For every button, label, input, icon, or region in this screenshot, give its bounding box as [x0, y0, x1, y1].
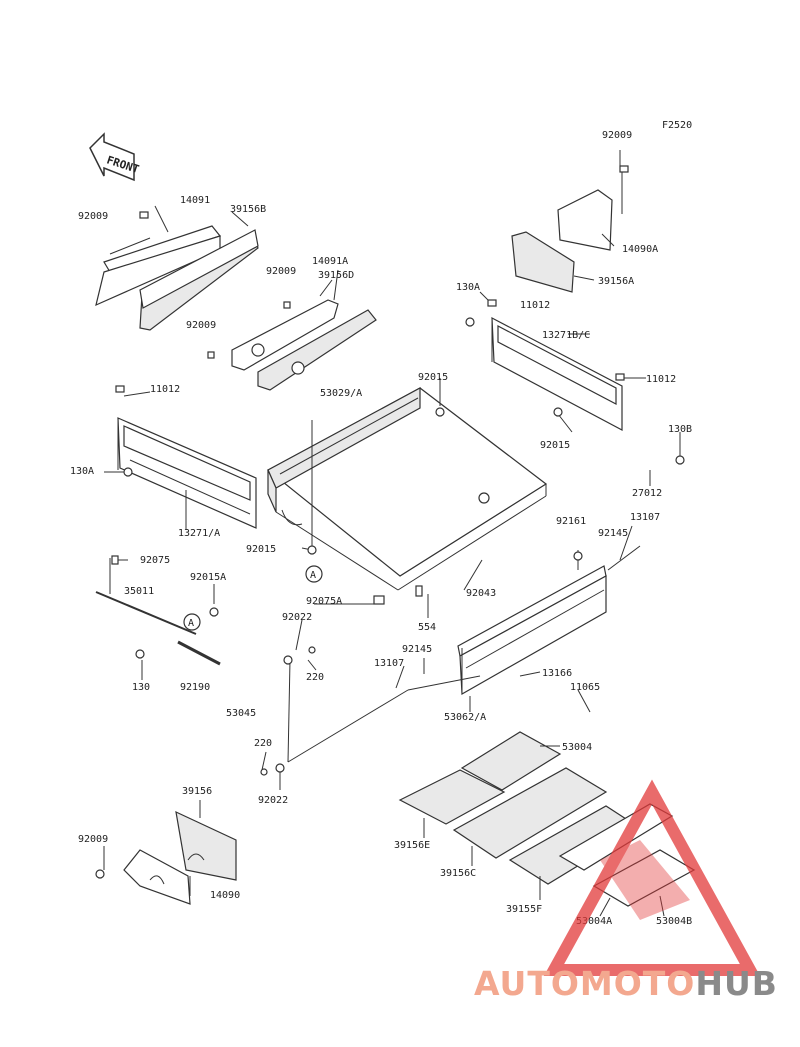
callout-label: 92009	[78, 834, 108, 845]
watermark-logo-icon	[543, 779, 761, 976]
callout-label: 53045	[226, 708, 256, 719]
callout-labels: F2520 92009 14091 39156B 14091A 39156D 9…	[70, 120, 692, 927]
callout-label: 39156E	[394, 840, 430, 851]
callout-label: 53004B	[656, 916, 692, 927]
fasteners	[95, 165, 685, 879]
callout-label: 13271/A	[178, 528, 220, 539]
side-cover-14090a	[511, 172, 623, 293]
callout-label: 13271B/C	[542, 330, 590, 341]
callout-label: 130A	[456, 282, 480, 293]
callout-label: 14090A	[622, 244, 658, 255]
watermark-text: AUTOMOTOHUB	[474, 964, 778, 1003]
watermark-part1: AUTOMOTO	[474, 964, 696, 1003]
figure-code: F2520	[662, 120, 692, 131]
callout-label: 92009	[602, 130, 632, 141]
rail-53062a	[457, 565, 607, 696]
callout-label: 27012	[632, 488, 662, 499]
callout-label: 92190	[180, 682, 210, 693]
callout-label: 220	[306, 672, 324, 683]
ref-mark: A	[310, 570, 316, 581]
side-cover-14091a	[231, 299, 377, 391]
callout-label: 92015	[418, 372, 448, 383]
callout-label: 92145	[598, 528, 628, 539]
deck-panels-53004	[398, 731, 696, 907]
callout-label: 39156C	[440, 868, 476, 879]
callout-label: 92015	[246, 544, 276, 555]
callout-label: 39156	[182, 786, 212, 797]
callout-label: 92009	[266, 266, 296, 277]
callout-label: 92022	[282, 612, 312, 623]
callout-label: 130A	[70, 466, 94, 477]
gate-13271a	[117, 417, 257, 529]
callout-label: 92075A	[306, 596, 342, 607]
callout-label: 39155F	[506, 904, 542, 915]
callout-label: 53029/A	[320, 388, 362, 399]
callout-label: 53004	[562, 742, 592, 753]
callout-label: 92161	[556, 516, 586, 527]
callout-label: 39156D	[318, 270, 354, 281]
callout-label: 39156A	[598, 276, 634, 287]
cargo-bed-53029a	[266, 386, 548, 591]
callout-label: 53004A	[576, 916, 612, 927]
callout-label: 92009	[78, 211, 108, 222]
side-cover-14091	[95, 225, 259, 331]
callout-label: 14091A	[312, 256, 348, 267]
callout-label: 13107	[374, 658, 404, 669]
callout-label: 14091	[180, 195, 210, 206]
callout-label: 11012	[150, 384, 180, 395]
front-arrow-icon: FRONT	[89, 132, 141, 182]
callout-label: 130	[132, 682, 150, 693]
callout-label: 92009	[186, 320, 216, 331]
callout-label: 11012	[520, 300, 550, 311]
watermark-part2: HUB	[695, 964, 778, 1003]
callout-label: 11012	[646, 374, 676, 385]
callout-label: 13166	[542, 668, 572, 679]
rods	[95, 591, 481, 763]
callout-label: 554	[418, 622, 436, 633]
callout-label: 92145	[402, 644, 432, 655]
callout-label: 53062/A	[444, 712, 486, 723]
callout-label: 11065	[570, 682, 600, 693]
cover-14090	[123, 810, 237, 905]
callout-label: 220	[254, 738, 272, 749]
callout-label: 13107	[630, 512, 660, 523]
callout-label: 92075	[140, 555, 170, 566]
ref-mark: A	[188, 618, 194, 629]
callout-label: 35011	[124, 586, 154, 597]
gate-13271bc	[491, 316, 623, 431]
callout-label: 92022	[258, 795, 288, 806]
callout-label: 92015A	[190, 572, 226, 583]
callout-label: 14090	[210, 890, 240, 901]
callout-label: 130B	[668, 424, 692, 435]
callout-label: 92043	[466, 588, 496, 599]
ref-marks: A A	[183, 565, 323, 631]
callout-label: 39156B	[230, 204, 266, 215]
callout-label: 92015	[540, 440, 570, 451]
